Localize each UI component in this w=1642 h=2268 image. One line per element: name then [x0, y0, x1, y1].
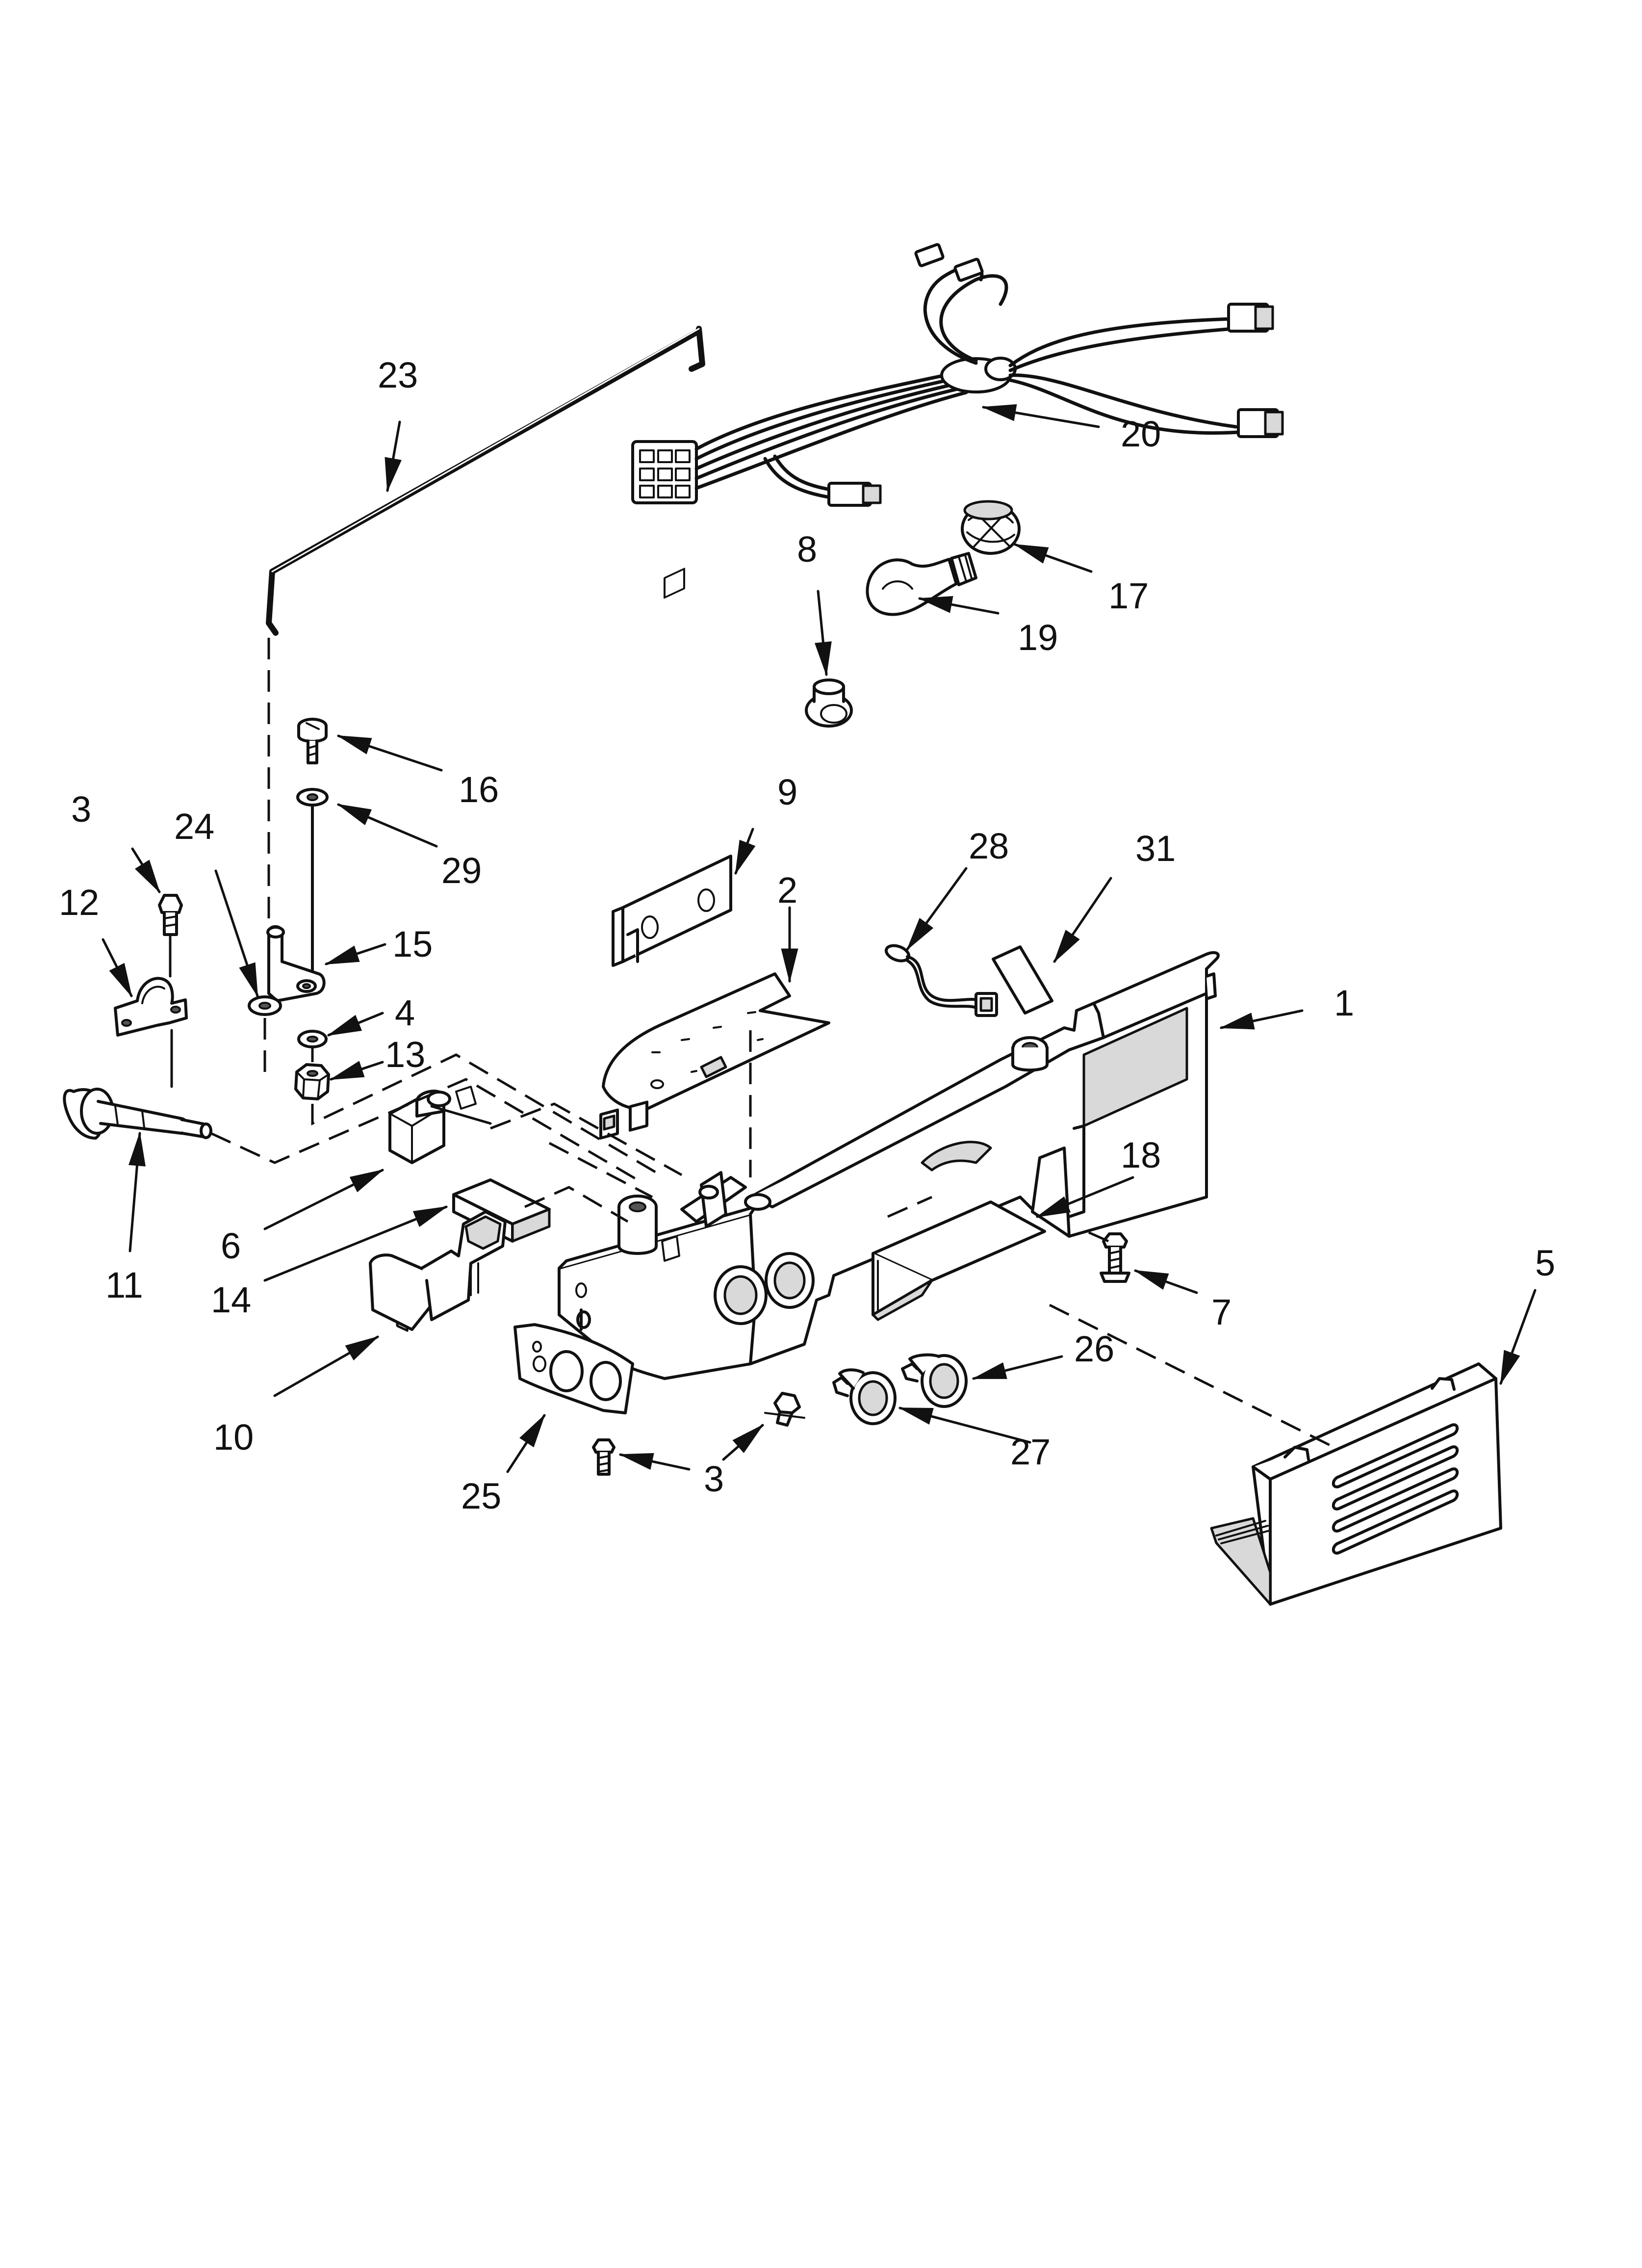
callout-19: 19 — [1018, 617, 1058, 658]
callout-25: 25 — [461, 1476, 501, 1516]
callout-11: 11 — [105, 1265, 143, 1305]
callout-14: 14 — [211, 1279, 251, 1320]
callout-20: 20 — [1121, 414, 1161, 454]
callout-3-upper: 3 — [71, 789, 91, 830]
callout-1: 1 — [1334, 983, 1354, 1023]
part-16-screw — [297, 718, 328, 764]
part-10-cover — [369, 1210, 507, 1331]
part-7-screw — [1100, 1232, 1130, 1283]
part-2-sheet — [602, 972, 830, 1111]
part-29-washer — [296, 788, 329, 807]
callout-8: 8 — [797, 529, 817, 570]
callout-2: 2 — [777, 870, 797, 911]
part-28-thermistor — [884, 944, 998, 1017]
part-11-shaft — [63, 1088, 212, 1140]
part-8-plug — [805, 678, 853, 728]
callout-18: 18 — [1121, 1135, 1161, 1175]
callout-12: 12 — [59, 882, 99, 923]
part-15-lever — [266, 806, 326, 1002]
callout-28: 28 — [969, 826, 1009, 866]
callout-5: 5 — [1535, 1243, 1555, 1283]
callout-27: 27 — [1010, 1432, 1051, 1472]
callout-15: 15 — [392, 924, 433, 965]
part-4-washer — [297, 1030, 328, 1048]
part-12-clamp — [114, 977, 188, 1088]
part-26-knob — [901, 1353, 968, 1408]
part-17-lamp-socket — [961, 500, 1021, 555]
part-23-rod — [266, 326, 705, 636]
callout-29: 29 — [441, 850, 482, 891]
part-25-faceplate — [513, 1323, 634, 1414]
callout-labels: 23 20 8 17 19 16 29 3 24 12 15 4 13 11 6… — [59, 355, 1555, 1516]
callout-7: 7 — [1211, 1292, 1232, 1332]
part-3-screw-lower — [764, 1392, 805, 1427]
callout-24: 24 — [174, 806, 214, 847]
part-1-housing — [558, 951, 1220, 1380]
part-24-washer — [248, 995, 282, 1016]
part-screw-near-25 — [592, 1438, 616, 1476]
callout-4: 4 — [395, 992, 415, 1033]
assembly-lines — [210, 638, 1335, 1449]
part-20-wire-harness — [631, 243, 1284, 507]
callout-31: 31 — [1135, 828, 1176, 869]
part-31-pad — [992, 945, 1053, 1015]
callout-16: 16 — [459, 769, 499, 810]
part-27-knob — [832, 1368, 897, 1425]
callout-13: 13 — [385, 1034, 425, 1075]
callout-26: 26 — [1074, 1329, 1114, 1369]
part-19-light-bulb — [866, 552, 977, 616]
callout-9: 9 — [777, 772, 797, 812]
callout-17: 17 — [1108, 575, 1149, 616]
part-18-foam — [872, 1200, 1046, 1321]
part-13-nut — [294, 1063, 330, 1100]
part-3-screw-upper — [158, 894, 183, 978]
part-9-label — [612, 568, 732, 967]
callout-23: 23 — [378, 355, 418, 395]
callout-6: 6 — [221, 1225, 241, 1266]
callout-10: 10 — [213, 1417, 254, 1458]
part-5-grille — [1210, 1362, 1502, 1606]
callout-3-lower: 3 — [704, 1459, 724, 1499]
leader-arrows — [102, 404, 1537, 1473]
